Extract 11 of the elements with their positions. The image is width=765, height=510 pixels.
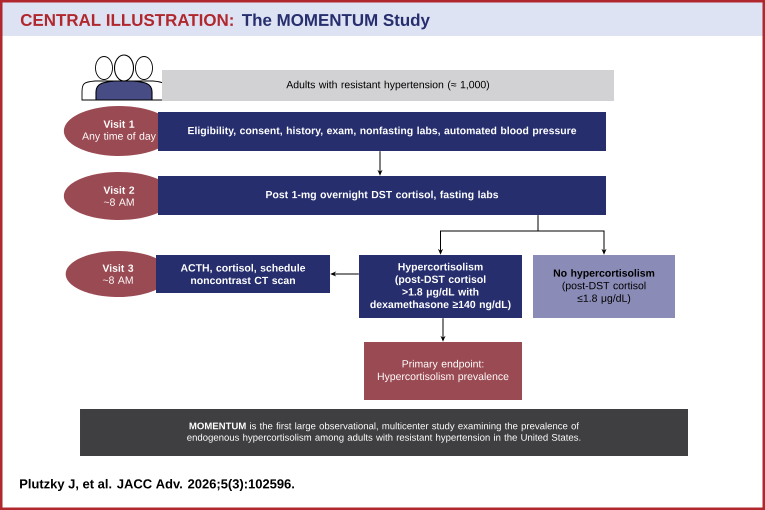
step-box: ACTH, cortisol, schedule noncontrast CT scan xyxy=(156,255,330,293)
step-box: Hypercortisolism (post-DST cortisol >1.8 μg/dL with dexamethasone ≥140 ng/dL) xyxy=(359,255,522,318)
figure-label: CENTRAL ILLUSTRATION: xyxy=(20,14,233,26)
population-box: Adults with resistant hypertension (≈ 1,000) xyxy=(162,70,614,101)
endpoint-box: Primary endpoint: Hypercortisolism prevalence xyxy=(364,342,522,400)
title: The MOMENTUM Study xyxy=(242,14,430,30)
summary-box: MOMENTUM is the first large observational, multicenter study examining the prevalence of endogenous hypercortisolism among adults with resistant hypertension in the United States. xyxy=(80,409,688,456)
outcome-box: No hypercortisolism (post-DST cortisol ≤1.8 μg/dL) xyxy=(533,255,675,318)
step-box: Post 1-mg overnight DST cortisol, fasting labs xyxy=(158,176,606,215)
step-box: Eligibility, consent, history, exam, nonfasting labs, automated blood pressure xyxy=(158,112,606,151)
citation: Plutzky J, et al. JACC Adv. 2026;5(3):102596. xyxy=(20,478,294,492)
